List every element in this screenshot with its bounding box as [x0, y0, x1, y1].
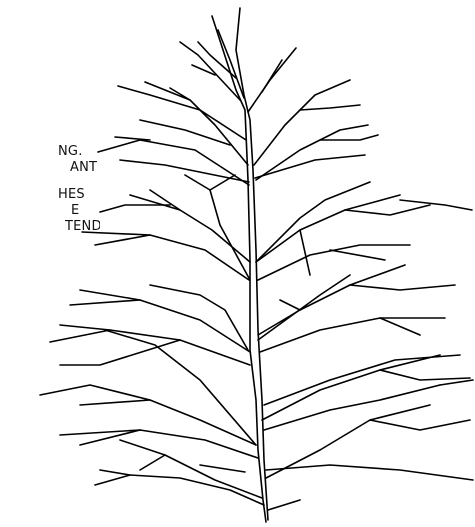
tree-branch-crown-5 — [180, 42, 240, 100]
tree-branch-upper-right-1 — [254, 80, 350, 165]
tree-branch-bottom-left-1 — [40, 385, 256, 445]
tree-trunk-left-edge — [212, 16, 266, 522]
tree-branch-crown-1 — [218, 30, 244, 98]
tree-branch-upper-right-2 — [300, 105, 360, 110]
tree-branch-upper-right-3 — [256, 125, 368, 180]
tree-branch-upper-left-4 — [140, 120, 230, 145]
tree-branch-low-right-5 — [258, 275, 350, 340]
tree-branch-bottom-left-10 — [100, 470, 130, 475]
tree-branch-bottom-right-1 — [262, 355, 440, 420]
tree-branch-mid-right-6 — [400, 200, 472, 210]
tree-branch-crown-3 — [248, 48, 296, 112]
tree-branch-crown-4 — [262, 60, 282, 92]
tree-branch-mid-left-2 — [150, 190, 180, 210]
tree-branch-mid-right-7 — [300, 230, 310, 275]
tree-branch-bottom-left-9 — [95, 475, 264, 505]
tree-branch-upper-left-5 — [98, 140, 249, 185]
tree-branch-low-right-6 — [280, 300, 300, 310]
tree-branch-bottom-right-5 — [440, 380, 473, 385]
tree-branch-mid-left-7 — [100, 205, 170, 212]
tree-branch-bottom-right-8 — [266, 465, 473, 480]
tree-branch-bottom-left-7 — [140, 455, 165, 470]
tree-branch-low-left-6 — [60, 340, 180, 365]
tree-branch-mid-right-4 — [330, 250, 385, 260]
tree-branch-low-left-3 — [50, 330, 250, 365]
tree-branch-low-right-3 — [260, 318, 445, 352]
tree-branch-low-left-4 — [60, 325, 110, 330]
tree-branch-upper-right-5 — [255, 155, 365, 178]
tree-branch-low-left-1 — [80, 290, 250, 352]
tree-branch-low-left-5 — [150, 285, 248, 350]
tree-branch-bottom-right-7 — [370, 420, 470, 430]
tree-branch-bottom-right-2 — [380, 370, 470, 380]
tree-branch-upper-left-6 — [115, 137, 150, 140]
tree-branch-low-right-2 — [350, 285, 455, 290]
tree-branch-bottom-right-9 — [268, 500, 300, 510]
tree-branch-mid-left-4 — [95, 235, 150, 245]
tree-branch-bottom-right-4 — [264, 385, 440, 430]
tree-branch-upper-left-1 — [145, 82, 248, 165]
tree-branch-low-left-2 — [70, 300, 140, 305]
tree-branch-bottom-left-5 — [105, 330, 256, 445]
tree-branch-upper-left-3 — [118, 86, 246, 140]
tree-branch-bottom-left-8 — [200, 465, 245, 472]
tree-branch-mid-left-5 — [185, 175, 250, 280]
tree-branch-low-right-4 — [380, 318, 420, 335]
tree-branch-bottom-left-2 — [80, 400, 150, 405]
